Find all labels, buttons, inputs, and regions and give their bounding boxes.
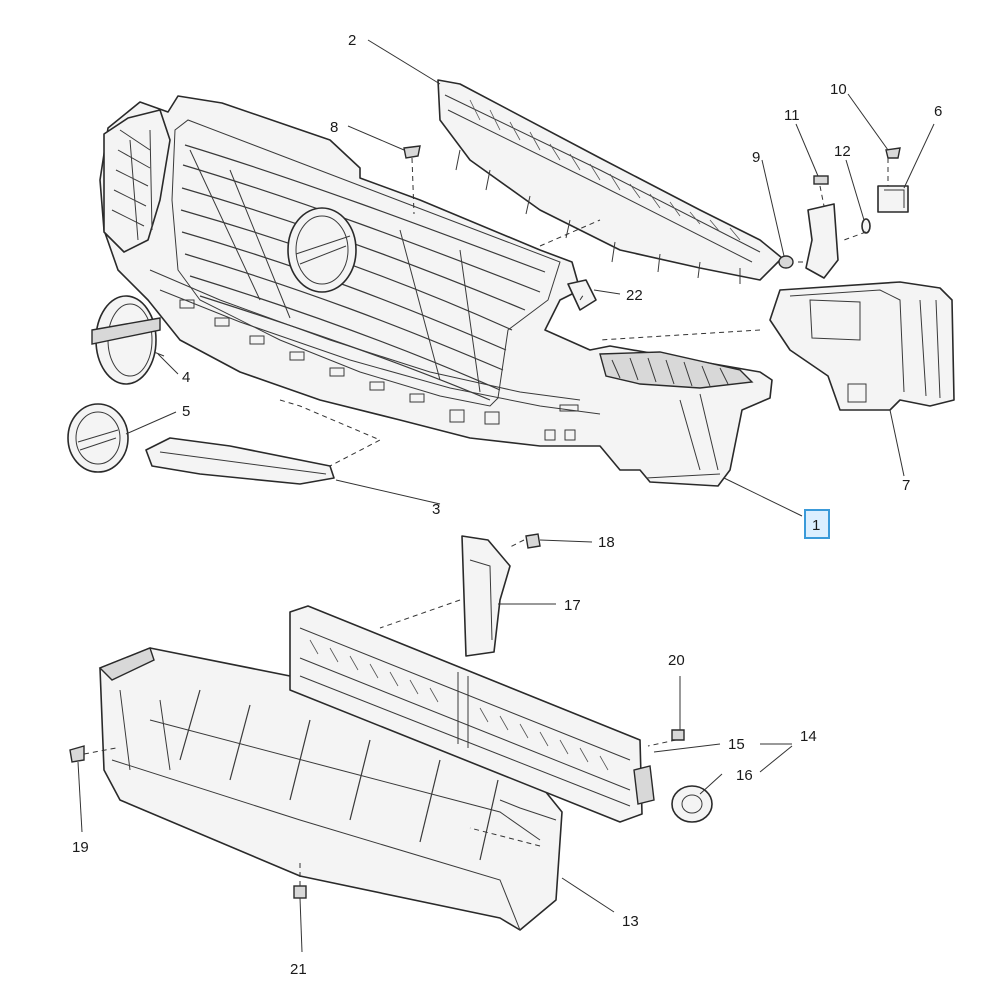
callout-17: 17	[564, 597, 581, 614]
upper-grille-trim	[437, 79, 783, 284]
emblem-side	[91, 295, 165, 385]
screw-8	[403, 145, 421, 159]
vertical-support-bracket	[461, 535, 511, 657]
callout-4: 4	[182, 369, 190, 386]
air-deflector-duct	[98, 647, 563, 931]
callout-15: 15	[728, 736, 745, 753]
grille-emblem	[287, 207, 357, 293]
callout-9: 9	[752, 149, 760, 166]
callout-16: 16	[736, 767, 753, 784]
callout-7: 7	[902, 477, 910, 494]
callout-18: 18	[598, 534, 615, 551]
leader-lines	[77, 39, 935, 953]
callout-1-highlight-box	[804, 509, 830, 539]
callout-21: 21	[290, 961, 307, 978]
callout-13: 13	[622, 913, 639, 930]
callout-22: 22	[626, 287, 643, 304]
clip-22	[567, 279, 597, 311]
right-side-bracket	[769, 281, 955, 411]
callout-2: 2	[348, 32, 356, 49]
callout-8: 8	[330, 119, 338, 136]
grille-slats	[180, 144, 546, 401]
callout-10: 10	[830, 81, 847, 98]
shutter-actuator	[633, 765, 713, 823]
active-grille-shutter	[289, 605, 643, 823]
callout-5: 5	[182, 403, 190, 420]
callout-3: 3	[432, 501, 440, 518]
callout-11: 11	[784, 107, 800, 124]
lower-fasteners	[69, 533, 685, 899]
callout-19: 19	[72, 839, 89, 856]
lower-trim-strip	[145, 437, 335, 485]
callout-6: 6	[934, 103, 942, 120]
assembly-lines	[83, 157, 889, 886]
callout-labels: 2 8 4 5 3 10 6 11 12 9 22 7 1 18 17 20 1…	[72, 32, 942, 978]
upper-right-fasteners	[778, 147, 909, 279]
callout-12: 12	[834, 143, 851, 160]
callout-14: 14	[800, 728, 817, 745]
front-bumper-fascia	[99, 95, 773, 487]
emblem-front	[67, 403, 129, 473]
callout-20: 20	[668, 652, 685, 669]
callout-1[interactable]: 1	[812, 517, 820, 534]
